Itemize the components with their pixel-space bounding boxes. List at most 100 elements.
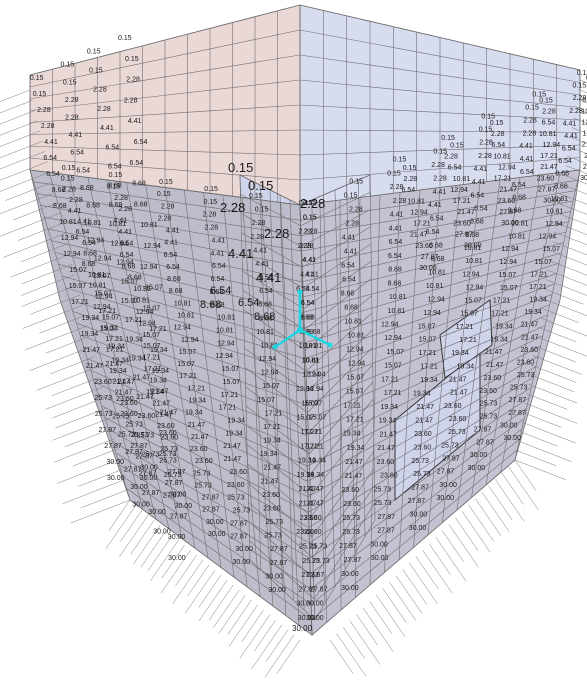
load-value-label: 2.28	[393, 198, 407, 205]
load-value-label: 6.54	[82, 240, 96, 247]
load-value-label: 2.28	[349, 206, 363, 213]
load-value-label: 30.00	[206, 519, 224, 526]
load-value-label: 6.54	[259, 275, 273, 282]
load-value-label: 27.87	[130, 443, 148, 450]
load-value-label: 8.68	[470, 219, 484, 226]
load-value-label: 21.47	[449, 377, 467, 384]
load-value-label: 12.94	[95, 293, 113, 300]
load-value-label: 8.68	[512, 195, 526, 202]
base-value-label: 30.00	[292, 624, 313, 633]
load-value-label: 23.60	[300, 515, 318, 522]
load-value-label: 25.73	[95, 411, 113, 418]
load-value-label: 8.68	[388, 267, 402, 274]
load-value-label: 6.54	[582, 97, 587, 104]
load-value-label: 25.73	[94, 395, 112, 402]
load-value-label: 4.41	[128, 118, 142, 125]
load-value-label: 8.68	[388, 280, 402, 287]
load-value-label: 23.60	[521, 347, 539, 354]
load-value-label: 15.07	[93, 273, 111, 280]
load-value-label: 6.54	[430, 216, 444, 223]
load-value-label: 27.87	[99, 427, 117, 434]
load-value-label: 15.07	[262, 383, 280, 390]
load-value-label: 17.21	[384, 390, 402, 397]
load-value-label: 12.94	[111, 240, 129, 247]
load-value-label: 6.54	[388, 253, 402, 260]
load-value-label: 12.94	[381, 322, 399, 329]
load-value-label: 27.87	[307, 572, 325, 579]
load-value-label: 2.28	[298, 243, 312, 250]
load-value-label: 12.94	[87, 238, 105, 245]
load-value-label: 27.87	[230, 520, 248, 527]
load-value-label: 21.47	[377, 445, 395, 452]
load-value-label: 17.21	[300, 443, 318, 450]
load-value-label: 17.21	[530, 271, 548, 278]
load-value-label: 19.34	[309, 458, 327, 465]
axis-triad-icon[interactable]	[272, 289, 333, 350]
load-value-label: 19.34	[451, 350, 469, 357]
load-value-label: 2.28	[62, 186, 76, 193]
load-value-label: 27.87	[202, 495, 220, 502]
load-value-label: 21.47	[188, 422, 206, 429]
load-value-label: 4.41	[472, 179, 486, 186]
load-value-label: 6.54	[492, 142, 506, 149]
load-value-label: 6.54	[210, 285, 231, 297]
load-value-label: 23.60	[584, 153, 587, 160]
load-value-label: 12.94	[384, 335, 402, 342]
load-value-label: 23.60	[537, 175, 555, 182]
load-value-label: 17.21	[493, 298, 511, 305]
load-value-label: 25.73	[160, 446, 178, 453]
load-value-label: 30.00	[208, 531, 226, 538]
load-value-label: 30.00	[153, 528, 171, 535]
load-value-label: 0.15	[61, 62, 75, 69]
load-value-label: 8.68	[108, 183, 122, 190]
load-value-label: 6.54	[76, 229, 90, 236]
load-value-label: 6.54	[471, 192, 485, 199]
load-value-label: 27.87	[509, 397, 527, 404]
load-value-label: 23.60	[159, 430, 177, 437]
load-value-label: 19.34	[495, 323, 513, 330]
load-value-label: 25.73	[411, 458, 429, 465]
load-value-label: 10.81	[109, 221, 127, 228]
load-value-label: 21.47	[261, 478, 279, 485]
load-value-label: 17.21	[453, 198, 471, 205]
load-value-label: 30.00	[169, 492, 187, 499]
load-value-label: 30.00	[130, 484, 148, 491]
load-value-label: 30.00	[168, 555, 186, 562]
load-value-label: 10.81	[347, 333, 365, 340]
load-value-label: 23.60	[414, 444, 432, 451]
load-value-label: 6.54	[562, 146, 576, 153]
load-value-label: 30.00	[464, 243, 482, 250]
load-value-label: 17.21	[301, 429, 319, 436]
load-value-label: 15.07	[222, 366, 240, 373]
load-value-label: 19.34	[490, 336, 508, 343]
load-value-label: 17.21	[343, 403, 361, 410]
load-value-label: 27.87	[125, 449, 143, 456]
load-value-label: 21.47	[485, 349, 503, 356]
load-value-label: 0.15	[303, 214, 317, 221]
load-value-label: 30.00	[341, 585, 359, 592]
load-value-label: 19.34	[81, 331, 99, 338]
load-value-label: 6.54	[238, 297, 259, 309]
load-value-label: 30.00	[132, 502, 150, 509]
load-value-label: 17.21	[179, 373, 197, 380]
load-value-label: 27.87	[377, 528, 395, 535]
load-value-label: 0.15	[403, 165, 417, 172]
load-value-label: 2.28	[126, 77, 140, 84]
load-value-label: 23.60	[517, 360, 535, 367]
load-value-label: 2.28	[124, 97, 138, 104]
load-value-label: 2.28	[250, 234, 264, 241]
load-value-label: 0.15	[89, 68, 103, 75]
load-value-label: 8.68	[200, 299, 221, 311]
load-value-label: 27.87	[135, 454, 153, 461]
load-value-label: 2.28	[491, 131, 505, 138]
load-value-label: 25.73	[413, 471, 431, 478]
load-value-label: 21.47	[500, 187, 518, 194]
load-value-label: 0.15	[63, 79, 77, 86]
load-value-label: 21.47	[155, 412, 173, 419]
load-value-label: 6.54	[520, 169, 534, 176]
load-value-label: 4.41	[428, 202, 442, 209]
load-value-label: 21.47	[153, 400, 171, 407]
load-value-label: 8.68	[508, 208, 522, 215]
load-value-label: 4.41	[212, 237, 226, 244]
